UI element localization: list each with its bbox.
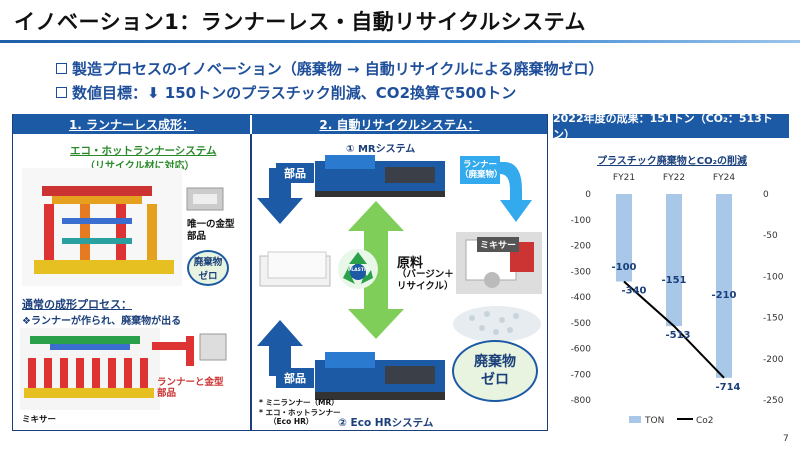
- bar-value-label: -151: [661, 275, 686, 286]
- arrow-down-left-icon: [257, 168, 303, 224]
- normal-process-title: 通常の成形プロセス：: [22, 298, 132, 311]
- runner-parts-image: [152, 333, 227, 366]
- left-axis-tick: -400: [571, 293, 592, 303]
- legend-ton-label: TON: [644, 416, 664, 426]
- notes-line1: * ミニランナー（MR）: [259, 398, 339, 407]
- panel-divider: [250, 134, 252, 431]
- raw-material-desc: （バージン＋ リサイクル）: [397, 269, 454, 293]
- recycle-icon: [338, 249, 378, 289]
- title-divider: [0, 40, 800, 43]
- bar-value-label: -210: [711, 290, 736, 301]
- zero-waste-badge-small: 廃棄物 ゼロ: [187, 250, 229, 286]
- co2-line: [623, 280, 725, 379]
- left-axis-tick: -100: [571, 216, 592, 226]
- runner-waste-line1: ランナー: [462, 160, 497, 170]
- line-value-label: -513: [665, 330, 690, 341]
- page-title: イノベーション1：ランナーレス・自動リサイクルシステム: [14, 10, 587, 34]
- zero-badge-line2: ゼロ: [198, 271, 218, 282]
- mr-machine-image: [315, 155, 445, 197]
- waste-zero-line1: 廃棄物: [474, 354, 516, 370]
- right-axis-tick: -250: [763, 396, 784, 406]
- left-axis-tick: -700: [571, 370, 592, 380]
- legend-co2-label: Co2: [696, 416, 714, 426]
- bullet-process: 製造プロセスのイノベーション（廃棄物 → 自動リサイクルによる廃棄物ゼロ）: [56, 58, 604, 79]
- recycle-header: 2. 自動リサイクルシステム：: [252, 114, 547, 134]
- bullet-process-text: 製造プロセスのイノベーション（廃棄物 → 自動リサイクルによる廃棄物ゼロ）: [72, 60, 604, 78]
- line-value-label: -714: [715, 382, 740, 393]
- runner-mold-label: ランナーと金型部品: [157, 377, 224, 399]
- pellets-image: [453, 306, 541, 342]
- left-axis-tick: -600: [571, 345, 592, 355]
- left-axis-tick: -300: [571, 267, 592, 277]
- mold-part-image: [186, 187, 224, 211]
- eco-hr-system-label: ② Eco HRシステム: [338, 417, 434, 429]
- normal-process-desc: ❖ランナーが作られ、廃棄物が出る: [22, 316, 182, 327]
- bar-ton: [666, 194, 682, 327]
- mixer-right-label: ミキサー: [477, 237, 520, 252]
- line-value-label: -340: [621, 286, 646, 297]
- legend-ton-swatch: [629, 416, 641, 423]
- zero-waste-bubble: 廃棄物 ゼロ: [452, 340, 538, 402]
- right-axis-tick: 0: [763, 190, 769, 200]
- left-axis-tick: -800: [571, 396, 592, 406]
- raw-desc-line1: （バージン＋: [397, 269, 454, 280]
- x-category-label: FY22: [663, 173, 685, 183]
- checkbox-square-icon: [56, 63, 67, 74]
- right-axis-tick: -200: [763, 355, 784, 365]
- bullet-target-text: 数値目標：⬇ 150トンのプラスチック削減、CO2換算で500トン: [72, 84, 517, 102]
- result-label: 2022年度の成果：151トン（CO₂：513トン）: [553, 112, 789, 141]
- arrow-runner-icon: [466, 162, 532, 222]
- runner-waste-label: ランナー （廃棄物）: [460, 156, 503, 184]
- right-axis-tick: -100: [763, 272, 784, 282]
- part-bottom-label: 部品: [276, 368, 314, 388]
- bullet-target: 数値目標：⬇ 150トンのプラスチック削減、CO2換算で500トン: [56, 82, 516, 103]
- system-notes: * ミニランナー（MR） * エコ・ホットランナー （Eco HR）: [259, 398, 341, 427]
- conventional-mold-image: [20, 328, 160, 410]
- x-category-label: FY21: [613, 173, 635, 183]
- mr-system-label: ① MRシステム: [346, 144, 416, 155]
- arrow-up-left-icon: [257, 320, 303, 376]
- notes-line2: * エコ・ホットランナー: [259, 407, 341, 417]
- bar-ton: [716, 194, 732, 378]
- unique-part-label: 唯一の金型部品: [187, 219, 235, 242]
- reduction-chart: 0 -100 -200 -300 -400 -500 -600 -700 -800 0 -50 -10…: [571, 173, 784, 426]
- part-top-label: 部品: [276, 163, 314, 183]
- right-axis-tick: -150: [763, 314, 784, 324]
- chart-title: プラスチック廃棄物とCO₂の削減: [597, 156, 748, 167]
- waste-zero-line2: ゼロ: [481, 372, 509, 388]
- hot-runner-image: [22, 168, 182, 286]
- bar-ton: [616, 194, 632, 282]
- notes-line3: （Eco HR）: [269, 417, 314, 426]
- checkbox-square-icon: [56, 87, 67, 98]
- eco-runner-subtitle: （リサイクル材に対応）: [85, 161, 195, 172]
- raw-material-title: 原料: [397, 256, 424, 271]
- parts-image: [259, 251, 331, 287]
- left-axis-tick: -500: [571, 319, 592, 329]
- plastic-label: PLASTIC: [348, 268, 369, 273]
- mixer-left-label: ミキサー: [22, 415, 57, 425]
- x-category-label: FY24: [713, 173, 735, 183]
- left-axis-tick: 0: [585, 190, 591, 200]
- raw-desc-line2: リサイクル）: [397, 281, 454, 292]
- page-number: 7: [783, 434, 789, 444]
- eco-runner-title: エコ・ホットランナーシステム: [70, 145, 217, 157]
- bar-value-label: -100: [611, 262, 636, 273]
- runnerless-header: 1. ランナーレス成形：: [13, 114, 250, 134]
- right-axis-tick: -50: [763, 231, 778, 241]
- eco-hr-machine-image: [315, 352, 445, 400]
- left-axis-tick: -200: [571, 242, 592, 252]
- zero-badge-line1: 廃棄物: [193, 257, 223, 268]
- runner-waste-line2: （廃棄物）: [460, 170, 503, 180]
